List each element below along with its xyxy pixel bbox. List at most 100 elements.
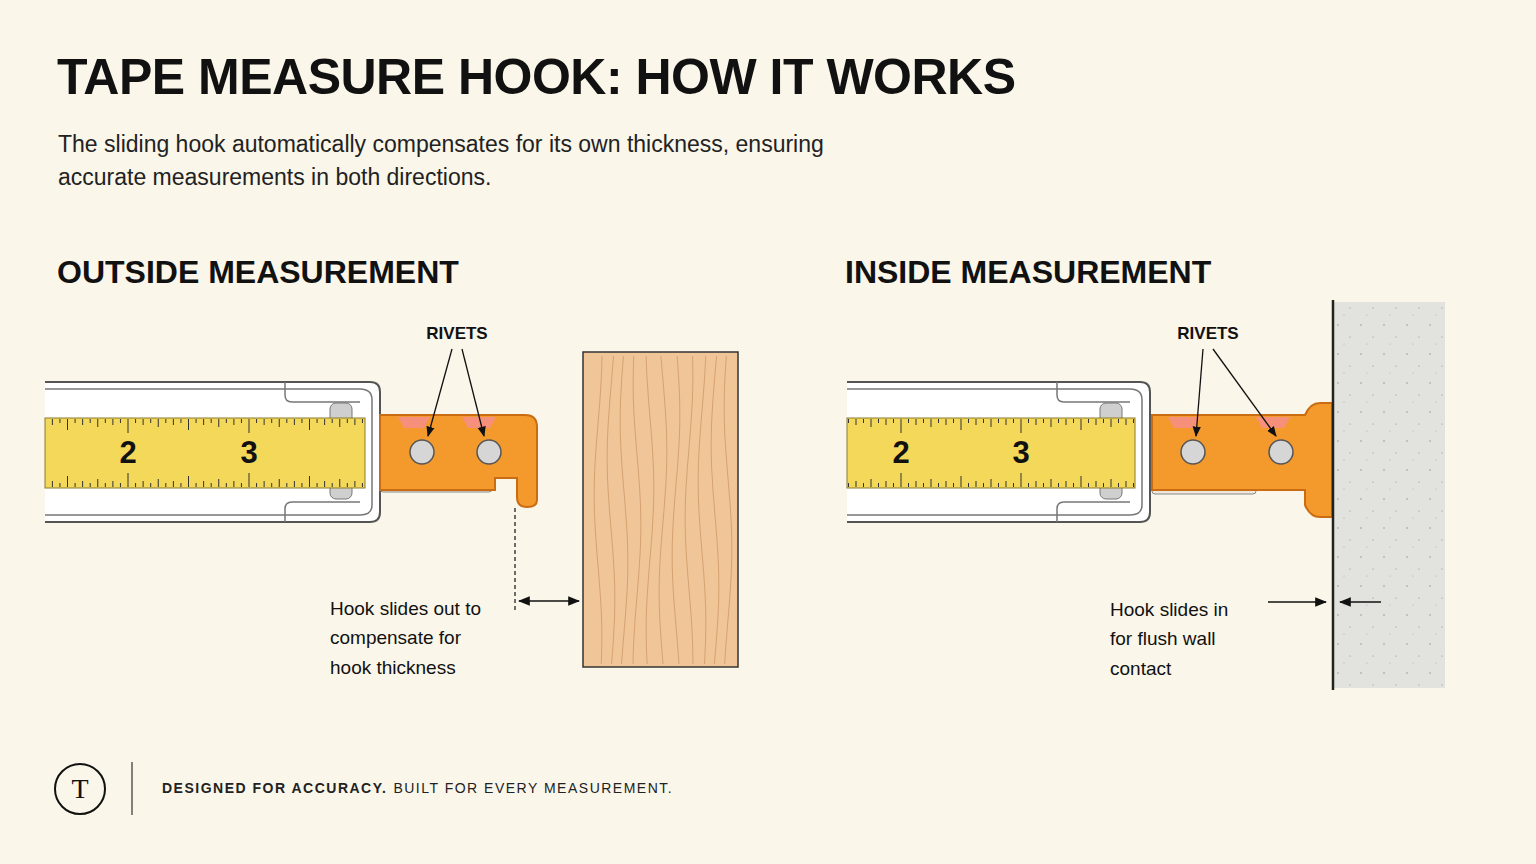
tick-mark xyxy=(1118,419,1119,423)
tick-mark xyxy=(301,419,302,423)
tick-mark xyxy=(332,483,333,487)
tick-mark xyxy=(916,419,917,425)
tick-mark xyxy=(856,481,857,487)
rivet xyxy=(1269,440,1293,464)
tick-mark xyxy=(1051,479,1052,487)
tick-mark xyxy=(233,481,234,487)
callout-note: Hook slides in for flush wall contact xyxy=(1110,595,1248,683)
tick-mark xyxy=(196,419,197,423)
part-label: RIVETS xyxy=(1177,323,1238,344)
tick-mark xyxy=(128,473,129,487)
tick-mark xyxy=(1103,419,1104,423)
tick-mark xyxy=(1126,419,1127,425)
tick-mark xyxy=(105,419,106,423)
tick-mark xyxy=(1118,483,1119,487)
tick-mark xyxy=(196,483,197,487)
tick-mark xyxy=(75,419,76,423)
tick-mark xyxy=(991,419,992,427)
tick-mark xyxy=(203,481,204,487)
wall-texture xyxy=(1333,302,1445,688)
tick-mark xyxy=(893,419,894,423)
tick-mark xyxy=(226,483,227,487)
tick-mark xyxy=(1058,419,1059,423)
tape-number: 3 xyxy=(240,434,257,473)
tick-mark xyxy=(128,419,129,433)
tick-mark xyxy=(271,419,272,423)
tick-mark xyxy=(52,481,53,487)
tick-mark xyxy=(863,419,864,423)
tick-mark xyxy=(294,419,295,425)
tick-mark xyxy=(991,479,992,487)
tick-mark xyxy=(1006,481,1007,487)
tick-mark xyxy=(241,483,242,487)
tick-mark xyxy=(264,419,265,425)
tick-mark xyxy=(180,419,181,423)
tick-mark xyxy=(143,481,144,487)
tick-mark xyxy=(59,483,60,487)
grain-line xyxy=(633,356,641,664)
tick-mark xyxy=(1006,419,1007,425)
tick-mark xyxy=(82,481,83,487)
leader-line xyxy=(428,349,452,436)
tick-mark xyxy=(233,419,234,425)
tick-mark xyxy=(256,483,257,487)
tick-mark xyxy=(249,419,250,433)
tick-mark xyxy=(317,419,318,423)
logo-letter: T xyxy=(71,773,88,805)
tick-mark xyxy=(983,419,984,423)
tick-mark xyxy=(1058,483,1059,487)
tape-case-lip xyxy=(285,502,360,522)
rivet xyxy=(1181,440,1205,464)
tick-mark xyxy=(324,419,325,425)
tick-mark xyxy=(878,483,879,487)
tick-mark xyxy=(135,419,136,423)
tick-mark xyxy=(886,481,887,487)
tick-mark xyxy=(286,483,287,487)
tick-mark xyxy=(211,419,212,423)
tape-case-inner xyxy=(847,389,1142,515)
tick-mark xyxy=(354,419,355,425)
tick-mark xyxy=(188,419,189,430)
footer-tagline: DESIGNED FOR ACCURACY. xyxy=(162,780,387,798)
tick-mark xyxy=(218,419,219,427)
tick-mark xyxy=(271,483,272,487)
tick-mark xyxy=(901,419,902,433)
tick-mark xyxy=(112,419,113,425)
tick-mark xyxy=(938,483,939,487)
tick-mark xyxy=(317,483,318,487)
tick-mark xyxy=(916,481,917,487)
tick-mark xyxy=(968,419,969,423)
tape-blade xyxy=(45,418,365,488)
tick-mark xyxy=(264,481,265,487)
tick-mark xyxy=(893,483,894,487)
tick-mark xyxy=(286,419,287,423)
tick-mark xyxy=(938,419,939,423)
tick-mark xyxy=(82,419,83,425)
tick-mark xyxy=(249,473,250,487)
leader-line xyxy=(462,349,484,436)
tick-mark xyxy=(362,419,363,423)
tick-mark xyxy=(931,419,932,427)
tape-case-inner xyxy=(45,389,372,515)
tick-mark xyxy=(983,483,984,487)
tick-mark xyxy=(339,419,340,427)
tick-mark xyxy=(923,419,924,423)
tape-ticks xyxy=(52,419,362,487)
tick-mark xyxy=(946,419,947,425)
tick-mark xyxy=(1088,419,1089,423)
tape-blade xyxy=(847,418,1135,488)
tick-mark xyxy=(1111,419,1112,427)
tick-mark xyxy=(1043,483,1044,487)
tick-mark xyxy=(324,481,325,487)
tick-mark xyxy=(75,483,76,487)
tick-mark xyxy=(871,479,872,487)
tick-mark xyxy=(158,479,159,487)
caption: The sliding hook automatically compensat… xyxy=(58,128,828,193)
tick-mark xyxy=(143,419,144,425)
tick-mark xyxy=(135,483,136,487)
wood-grain xyxy=(594,356,732,664)
tick-mark xyxy=(241,419,242,423)
tick-mark xyxy=(848,419,849,423)
tick-mark xyxy=(120,483,121,487)
tick-mark xyxy=(1051,419,1052,427)
